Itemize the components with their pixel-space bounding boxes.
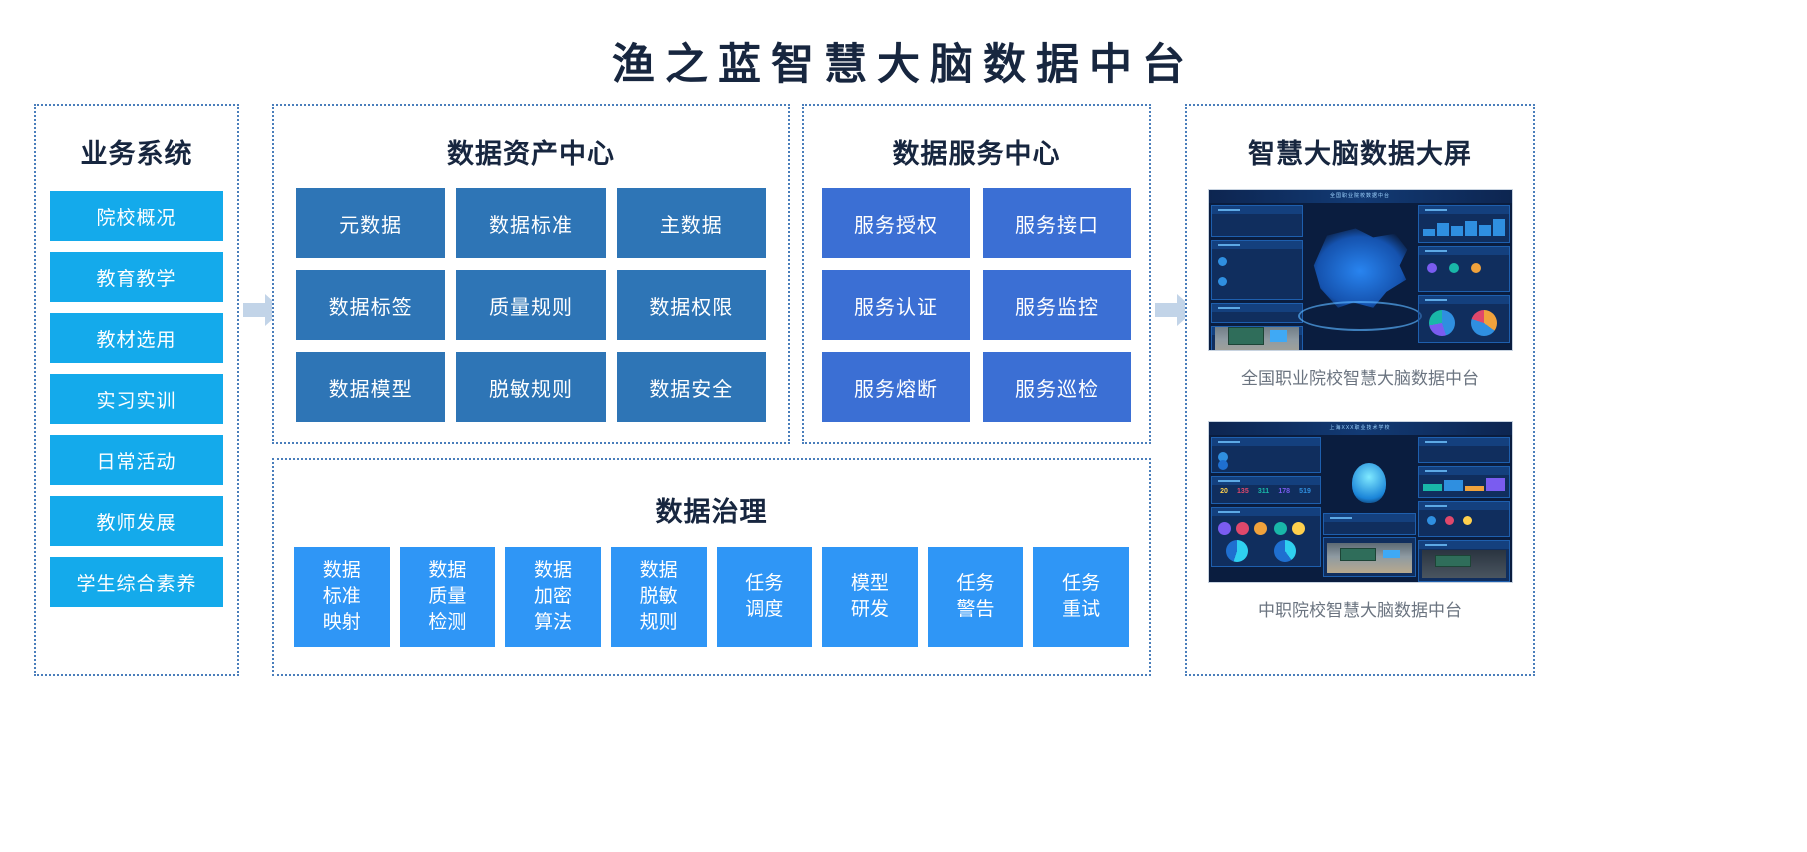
screenshot-item-0: 全国职业院校数据中台 <box>1207 189 1513 389</box>
data-asset-center-grid: 元数据 数据标准 主数据 数据标签 质量规则 数据权限 数据模型 脱敏规则 数据… <box>296 188 766 422</box>
dashboard-center-column-0 <box>1298 205 1422 348</box>
asset-tile-6[interactable]: 数据模型 <box>296 352 446 422</box>
business-item-4[interactable]: 日常活动 <box>50 435 223 485</box>
page-title: 渔之蓝智慧大脑数据中台 <box>612 41 1195 89</box>
service-tile-0[interactable]: 服务授权 <box>822 188 970 258</box>
business-item-1[interactable]: 教育教学 <box>50 252 223 302</box>
dashboard-card <box>1210 240 1303 300</box>
dashboard-card <box>1417 295 1510 343</box>
dashboard-card <box>1210 205 1303 237</box>
dashboard-card <box>1417 501 1510 537</box>
dashboard-center-column-1 <box>1322 437 1416 580</box>
dashboard-header-bar-1: 上海XXX职业技术学校 <box>1208 422 1512 435</box>
dashboard-card <box>1417 540 1510 582</box>
screenshot-caption-1: 中职院校智慧大脑数据中台 <box>1258 601 1462 620</box>
business-system-list: 院校概况 教育教学 教材选用 实习实训 日常活动 教师发展 学生综合素养 <box>50 191 223 607</box>
data-governance-panel: 数据治理 数据 标准 映射 数据 质量 检测 数据 加密 算法 数据 脱敏 规则… <box>272 458 1151 676</box>
dashboard-card <box>1417 246 1510 292</box>
dashboard-card <box>1210 437 1321 473</box>
service-tile-5[interactable]: 服务巡检 <box>983 352 1131 422</box>
governance-tile-1[interactable]: 数据 质量 检测 <box>399 547 496 647</box>
data-service-center-grid: 服务授权 服务接口 服务认证 服务监控 服务熔断 服务巡检 <box>822 188 1131 422</box>
data-asset-center-panel: 数据资产中心 元数据 数据标准 主数据 数据标签 质量规则 数据权限 数据模型 … <box>272 104 790 444</box>
asset-tile-0[interactable]: 元数据 <box>296 188 446 258</box>
governance-tile-0[interactable]: 数据 标准 映射 <box>294 547 390 647</box>
business-item-0[interactable]: 院校概况 <box>50 191 223 241</box>
dashboard-header-text-0: 全国职业院校数据中台 <box>1329 193 1391 199</box>
governance-tile-5[interactable]: 模型 研发 <box>822 547 918 647</box>
asset-tile-2[interactable]: 主数据 <box>616 188 766 258</box>
dashboard-right-column-1 <box>1417 437 1510 582</box>
service-tile-4[interactable]: 服务熔断 <box>822 352 970 422</box>
dashboard-card <box>1417 205 1510 243</box>
dashboard-card <box>1210 507 1321 567</box>
business-system-panel: 业务系统 院校概况 教育教学 教材选用 实习实训 日常活动 教师发展 学生综合素… <box>34 104 239 676</box>
dashboard-thumbnail-0[interactable]: 全国职业院校数据中台 <box>1207 189 1513 351</box>
dashboard-left-column-0 <box>1210 205 1303 350</box>
service-tile-2[interactable]: 服务认证 <box>822 270 970 340</box>
dashboard-card <box>1417 437 1510 463</box>
business-item-2[interactable]: 教材选用 <box>50 313 223 363</box>
asset-tile-8[interactable]: 数据安全 <box>616 352 766 422</box>
asset-tile-1[interactable]: 数据标准 <box>456 188 606 258</box>
governance-tile-2[interactable]: 数据 加密 算法 <box>505 547 601 647</box>
asset-tile-5[interactable]: 数据权限 <box>616 270 766 340</box>
business-item-6[interactable]: 学生综合素养 <box>50 557 223 607</box>
service-tile-1[interactable]: 服务接口 <box>983 188 1131 258</box>
dashboard-header-bar-0: 全国职业院校数据中台 <box>1208 190 1512 203</box>
smart-brain-screens-panel: 智慧大脑数据大屏 全国职业院校数据中台 <box>1185 104 1535 676</box>
dashboard-card <box>1322 537 1416 577</box>
asset-tile-7[interactable]: 脱敏规则 <box>456 352 606 422</box>
business-system-title: 业务系统 <box>80 139 193 169</box>
dashboard-card <box>1322 513 1416 535</box>
business-item-3[interactable]: 实习实训 <box>50 374 223 424</box>
service-tile-3[interactable]: 服务监控 <box>983 270 1131 340</box>
data-service-center-title: 数据服务中心 <box>892 139 1061 169</box>
governance-tile-4[interactable]: 任务 调度 <box>716 547 813 647</box>
business-item-5[interactable]: 教师发展 <box>50 496 223 546</box>
dashboard-card <box>1210 326 1303 350</box>
asset-tile-3[interactable]: 数据标签 <box>296 270 446 340</box>
dashboard-card <box>1210 303 1303 323</box>
governance-tile-6[interactable]: 任务 警告 <box>927 547 1024 647</box>
dashboard-right-column-0 <box>1417 205 1510 348</box>
asset-tile-4[interactable]: 质量规则 <box>456 270 606 340</box>
data-service-center-panel: 数据服务中心 服务授权 服务接口 服务认证 服务监控 服务熔断 服务巡检 <box>802 104 1151 444</box>
dashboard-card <box>1417 466 1510 498</box>
smart-brain-screens-title: 智慧大脑数据大屏 <box>1248 139 1472 169</box>
governance-tile-7[interactable]: 任务 重试 <box>1033 547 1129 647</box>
governance-tile-3[interactable]: 数据 脱敏 规则 <box>610 547 707 647</box>
data-governance-title: 数据治理 <box>655 497 768 527</box>
data-governance-grid: 数据 标准 映射 数据 质量 检测 数据 加密 算法 数据 脱敏 规则 任务 调… <box>294 547 1129 647</box>
screenshot-caption-0: 全国职业院校智慧大脑数据中台 <box>1241 369 1479 388</box>
dashboard-header-text-1: 上海XXX职业技术学校 <box>1329 425 1391 431</box>
data-asset-center-title: 数据资产中心 <box>447 139 615 169</box>
